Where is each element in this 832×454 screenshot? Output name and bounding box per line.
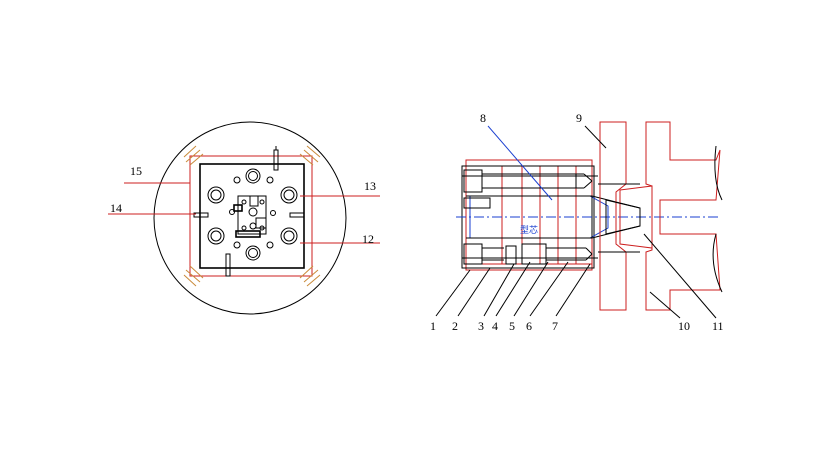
callout-10: 10: [678, 319, 690, 333]
callout-5: 5: [509, 319, 515, 333]
callout-7: 7: [552, 319, 558, 333]
callout-12: 12: [362, 232, 374, 246]
side-pins: [193, 146, 305, 277]
section-view: 型芯 8 9: [430, 111, 724, 333]
callout-4: 4: [492, 319, 498, 333]
callout-1: 1: [430, 319, 436, 333]
callout-3: 3: [478, 319, 484, 333]
callout-14: 14: [110, 201, 122, 215]
frame-plate: [189, 155, 313, 277]
callout-11: 11: [712, 319, 724, 333]
corner-bolts: [183, 145, 321, 287]
core-block: [233, 195, 267, 238]
callout-15: 15: [130, 164, 142, 178]
callout-9: 9: [576, 111, 582, 125]
outer-circle: [153, 121, 347, 315]
section-top-leaders: [487, 125, 607, 201]
injection-plate: [645, 121, 723, 311]
end-view-leaders: [108, 182, 380, 244]
fixed-plate: [598, 121, 640, 311]
callout-8: 8: [480, 111, 486, 125]
callout-2: 2: [452, 319, 458, 333]
ejector-pin-holes: [229, 176, 276, 249]
cooling-holes: [207, 168, 298, 261]
callout-6: 6: [526, 319, 532, 333]
top-bolt: [463, 169, 593, 193]
section-bottom-leaders: [435, 233, 717, 319]
end-view: 15 14 13 12: [108, 121, 380, 315]
bottom-bolts: [463, 243, 593, 265]
callout-13: 13: [364, 179, 376, 193]
core-label: 型芯: [520, 224, 538, 236]
